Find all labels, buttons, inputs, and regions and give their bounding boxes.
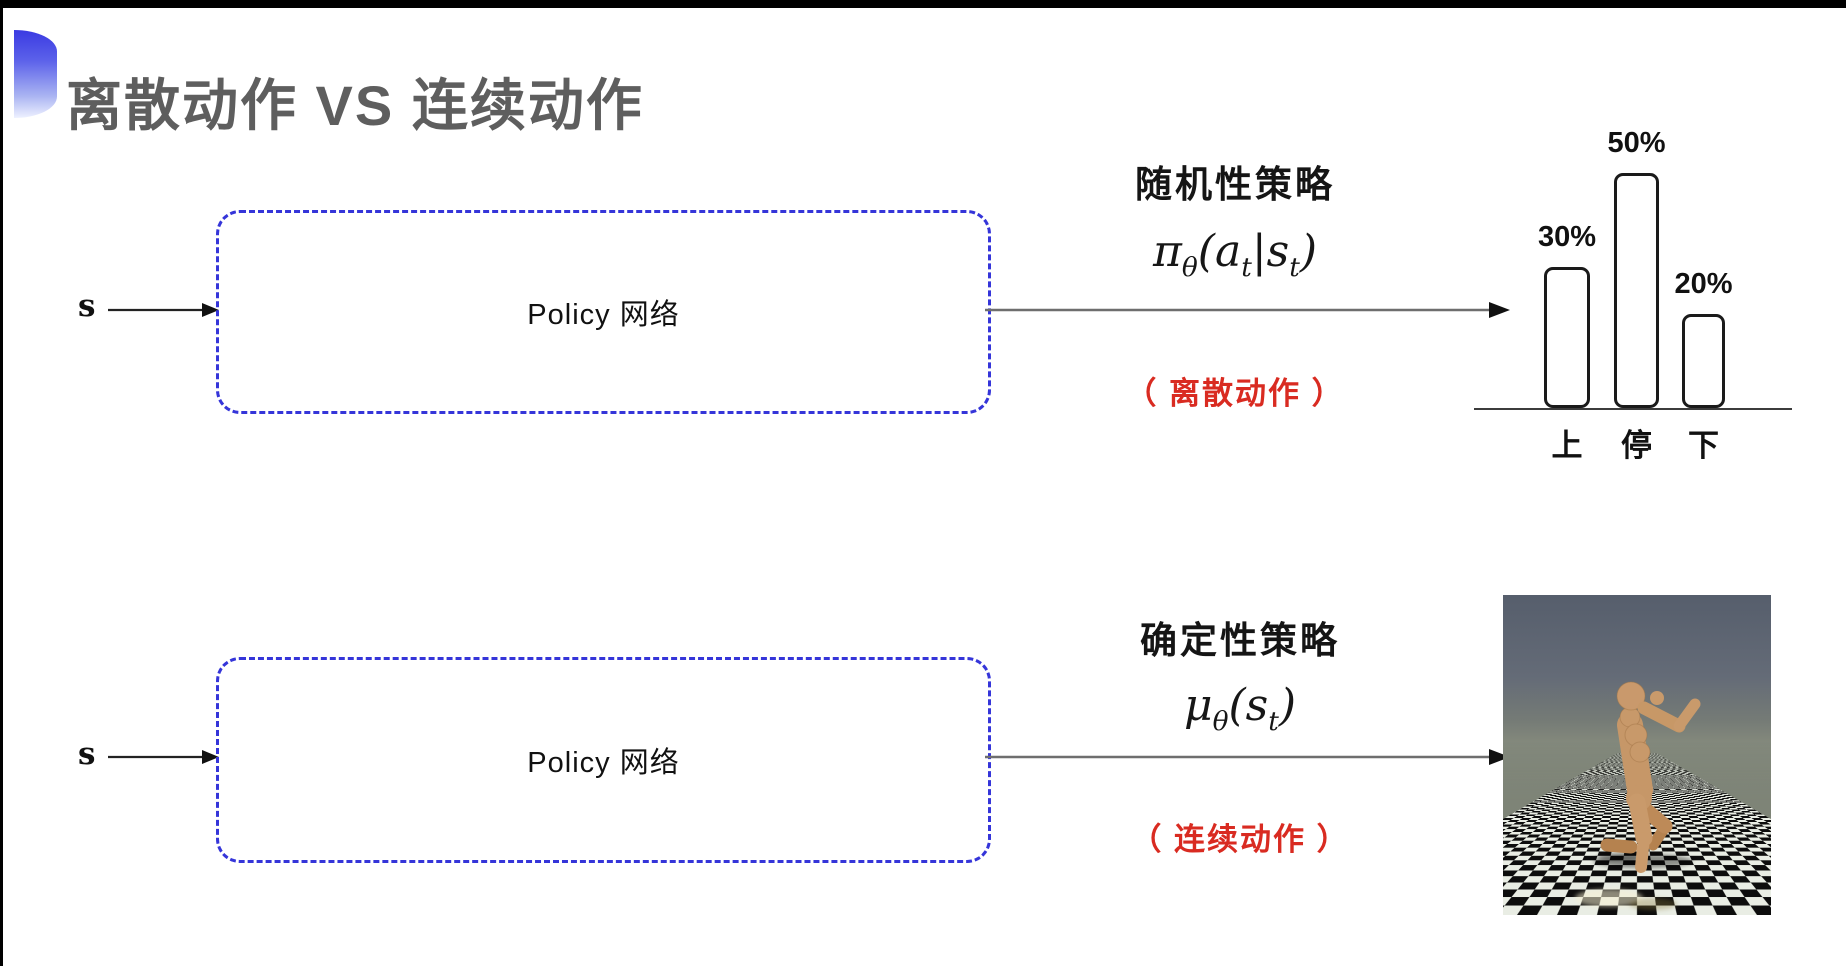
humanoid-sim-image xyxy=(1503,595,1771,915)
top-black-bar xyxy=(0,0,1846,8)
flow-arrow-icon-bottom xyxy=(985,749,1510,765)
formula-t-sub: t xyxy=(1268,705,1279,737)
stochastic-policy-title: 随机性策略 xyxy=(1135,164,1335,205)
discrete-action-note: （ 离散动作 ） xyxy=(1125,376,1345,411)
formula-bar-s: |s xyxy=(1251,226,1290,277)
bar-column-stop: 50% xyxy=(1607,127,1666,408)
formula-t-sub1: t xyxy=(1241,251,1252,283)
humanoid-robot-figure xyxy=(1575,681,1701,910)
formula-mu: μ xyxy=(1183,680,1213,731)
stochastic-policy-formula: πθ(at|st) xyxy=(1030,226,1440,283)
bar-stop xyxy=(1614,173,1659,408)
bar-category-down: 下 xyxy=(1688,428,1719,463)
bar-up xyxy=(1544,267,1590,408)
continuous-action-note: （ 连续动作 ） xyxy=(1130,822,1350,857)
formula-pi: π xyxy=(1152,226,1182,277)
deterministic-policy-formula: μθ(st) xyxy=(1035,680,1445,737)
bar-value-label: 20% xyxy=(1674,268,1733,300)
bar-value-label: 30% xyxy=(1537,221,1597,253)
chart-axis-line xyxy=(1474,408,1792,410)
left-black-bar xyxy=(0,0,3,966)
formula-close: ) xyxy=(1299,226,1317,277)
state-input-label-top: s xyxy=(78,288,96,324)
page-title: 离散动作 VS 连续动作 xyxy=(66,73,644,137)
policy-network-box-bottom: Policy 网络 xyxy=(216,657,991,863)
formula-open-s: (s xyxy=(1228,680,1269,731)
policy-network-label-top: Policy 网络 xyxy=(527,299,680,331)
bar-category-stop: 停 xyxy=(1621,428,1652,463)
formula-theta-sub: θ xyxy=(1212,705,1229,737)
formula-t-sub2: t xyxy=(1289,251,1300,283)
formula-open-a: (a xyxy=(1197,226,1242,277)
flow-arrow-icon-top xyxy=(985,302,1510,318)
bar-down xyxy=(1682,314,1725,408)
formula-theta-sub: θ xyxy=(1181,251,1198,283)
deterministic-policy-title: 确定性策略 xyxy=(1140,620,1340,661)
bar-column-down: 20% xyxy=(1674,268,1733,408)
input-arrow-icon-bottom xyxy=(108,750,219,764)
bar-value-label: 50% xyxy=(1607,127,1666,159)
state-input-label-bottom: s xyxy=(78,736,96,772)
formula-close: ) xyxy=(1278,680,1297,731)
half-moon-bullet-icon xyxy=(14,30,57,118)
bar-category-up: 上 xyxy=(1551,428,1583,463)
policy-network-label-bottom: Policy 网络 xyxy=(527,747,680,779)
input-arrow-icon-top xyxy=(108,303,219,317)
bar-column-up: 30% xyxy=(1538,221,1596,408)
policy-network-box-top: Policy 网络 xyxy=(216,210,991,414)
